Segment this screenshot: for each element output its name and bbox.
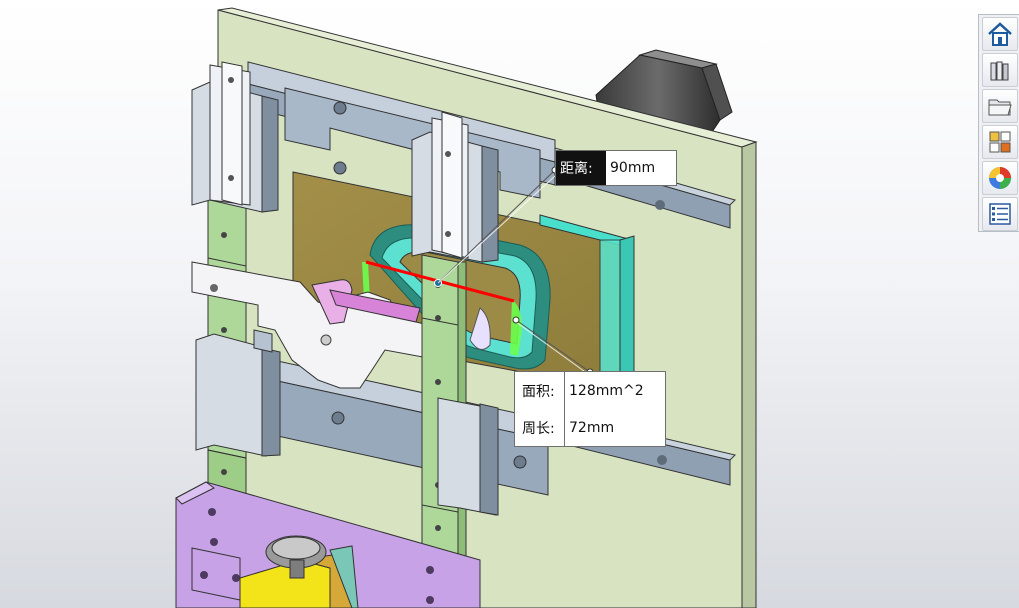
area-label: 面积:	[522, 384, 555, 400]
perimeter-row: 周长: 72mm	[515, 410, 614, 446]
center-lower-slider[interactable]	[437, 397, 499, 516]
distance-label: 距离:	[556, 151, 606, 185]
appearances-tab-button[interactable]	[982, 161, 1018, 195]
view-palette-icon	[989, 131, 1011, 153]
design-library-icon	[990, 61, 1009, 81]
perimeter-label: 周长:	[522, 421, 555, 437]
design-library-tab-button[interactable]	[982, 53, 1018, 87]
home-tab-button[interactable]	[982, 17, 1018, 51]
task-pane-tabs	[978, 14, 1019, 232]
distance-value: 90mm	[610, 160, 656, 176]
center-upper-slider[interactable]	[411, 111, 499, 263]
area-row: 面积: 128mm^2	[515, 373, 644, 409]
callout-leaders	[437, 166, 594, 376]
home-icon	[988, 22, 1012, 46]
area-value: 128mm^2	[569, 383, 644, 399]
left-upper-slider[interactable]	[191, 61, 279, 213]
area-perimeter-callout[interactable]: 面积: 128mm^2 周长: 72mm	[514, 371, 666, 447]
file-explorer-tab-button[interactable]	[982, 89, 1018, 123]
file-explorer-folder-icon	[988, 99, 1012, 116]
view-palette-tab-button[interactable]	[982, 125, 1018, 159]
custom-properties-tab-button[interactable]	[982, 197, 1018, 231]
left-lower-slider[interactable]	[195, 329, 281, 457]
callout-separator	[564, 372, 565, 446]
custom-properties-icon	[989, 203, 1011, 225]
clamp-knob[interactable]	[239, 535, 359, 608]
perimeter-value: 72mm	[569, 420, 615, 436]
distance-callout[interactable]: 距离: 90mm	[555, 150, 677, 186]
clamp-bracket[interactable]	[191, 261, 466, 389]
appearances-scenes-icon	[989, 167, 1011, 189]
